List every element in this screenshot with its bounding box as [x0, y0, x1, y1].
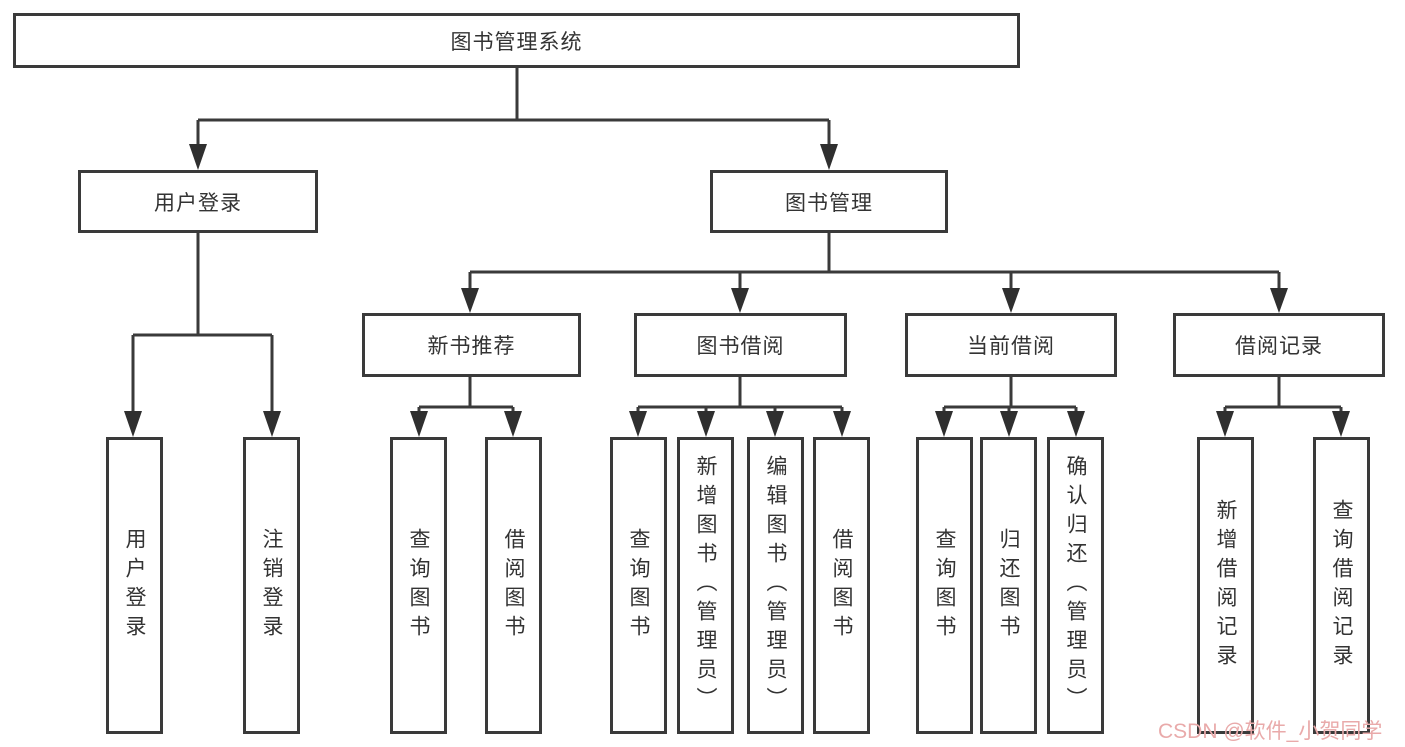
node-root: 图书管理系统	[13, 13, 1020, 68]
leaf-label: 用户登录	[123, 527, 146, 644]
arrowhead	[124, 411, 142, 437]
node-root-label: 图书管理系统	[450, 30, 583, 54]
node-borrow-records: 借阅记录	[1173, 313, 1385, 377]
arrowhead	[697, 411, 715, 437]
arrowhead	[935, 411, 953, 437]
leaf-borrow-books-recommend: 借阅图书	[485, 437, 542, 734]
arrowhead	[504, 411, 522, 437]
leaf-label: 新增借阅记录	[1214, 498, 1237, 673]
node-label: 图书管理	[785, 191, 873, 215]
leaf-user-login: 用户登录	[106, 437, 163, 734]
arrowhead	[1270, 288, 1288, 313]
leaf-add-books-admin: 新增图书（管理员）	[677, 437, 734, 734]
leaf-add-borrow-record: 新增借阅记录	[1197, 437, 1254, 734]
arrowhead	[263, 411, 281, 437]
arrowhead	[766, 411, 784, 437]
arrowhead	[1216, 411, 1234, 437]
leaf-label: 查询借阅记录	[1330, 498, 1353, 673]
node-label: 图书借阅	[696, 335, 785, 358]
connector-bookmgmt-to-level3	[461, 233, 1288, 313]
leaf-query-books-recommend: 查询图书	[390, 437, 447, 734]
arrowhead	[731, 288, 749, 313]
leaf-borrow-books: 借阅图书	[813, 437, 870, 734]
leaf-query-books-current: 查询图书	[916, 437, 973, 734]
arrowhead	[1332, 411, 1350, 437]
node-label: 新书推荐	[427, 335, 516, 358]
connector-newbooks-to-leaves	[410, 377, 522, 437]
node-current-borrow: 当前借阅	[905, 313, 1117, 377]
leaf-confirm-return-admin: 确认归还（管理员）	[1047, 437, 1104, 734]
leaf-query-borrow-record: 查询借阅记录	[1313, 437, 1370, 734]
leaf-label: 新增图书（管理员）	[694, 455, 717, 716]
leaf-label: 查询图书	[933, 527, 956, 644]
connector-current-to-leaves	[935, 377, 1085, 437]
leaf-query-books-borrow: 查询图书	[610, 437, 667, 734]
arrowhead	[189, 144, 207, 170]
leaf-label: 查询图书	[627, 527, 650, 644]
leaf-return-books: 归还图书	[980, 437, 1037, 734]
arrowhead	[410, 411, 428, 437]
leaf-label: 归还图书	[997, 527, 1020, 644]
arrowhead	[629, 411, 647, 437]
node-label: 当前借阅	[967, 335, 1055, 358]
node-book-borrow: 图书借阅	[634, 313, 847, 377]
leaf-label: 注销登录	[260, 527, 283, 644]
leaf-label: 确认归还（管理员）	[1064, 455, 1087, 716]
arrowhead	[1002, 288, 1020, 313]
arrowhead	[820, 144, 838, 170]
arrowhead	[1000, 411, 1018, 437]
node-label: 借阅记录	[1235, 335, 1323, 358]
arrowhead	[1067, 411, 1085, 437]
node-new-book-recommend: 新书推荐	[362, 313, 581, 377]
arrowhead	[833, 411, 851, 437]
connector-root-to-level2	[189, 68, 838, 170]
node-user-login: 用户登录	[78, 170, 318, 233]
leaf-logout: 注销登录	[243, 437, 300, 734]
leaf-label: 查询图书	[407, 527, 430, 644]
leaf-label: 借阅图书	[830, 527, 853, 644]
leaf-label: 编辑图书（管理员）	[764, 455, 787, 716]
csdn-watermark: CSDN @软件_小贺同学	[1158, 720, 1383, 743]
leaf-label: 借阅图书	[502, 527, 525, 644]
connector-userlogin-to-leaves	[124, 233, 281, 437]
connector-records-to-leaves	[1216, 377, 1350, 437]
leaf-edit-books-admin: 编辑图书（管理员）	[747, 437, 804, 734]
node-label: 用户登录	[154, 191, 242, 215]
node-book-management: 图书管理	[710, 170, 948, 233]
arrowhead	[461, 288, 479, 313]
connector-borrow-to-leaves	[629, 377, 851, 437]
